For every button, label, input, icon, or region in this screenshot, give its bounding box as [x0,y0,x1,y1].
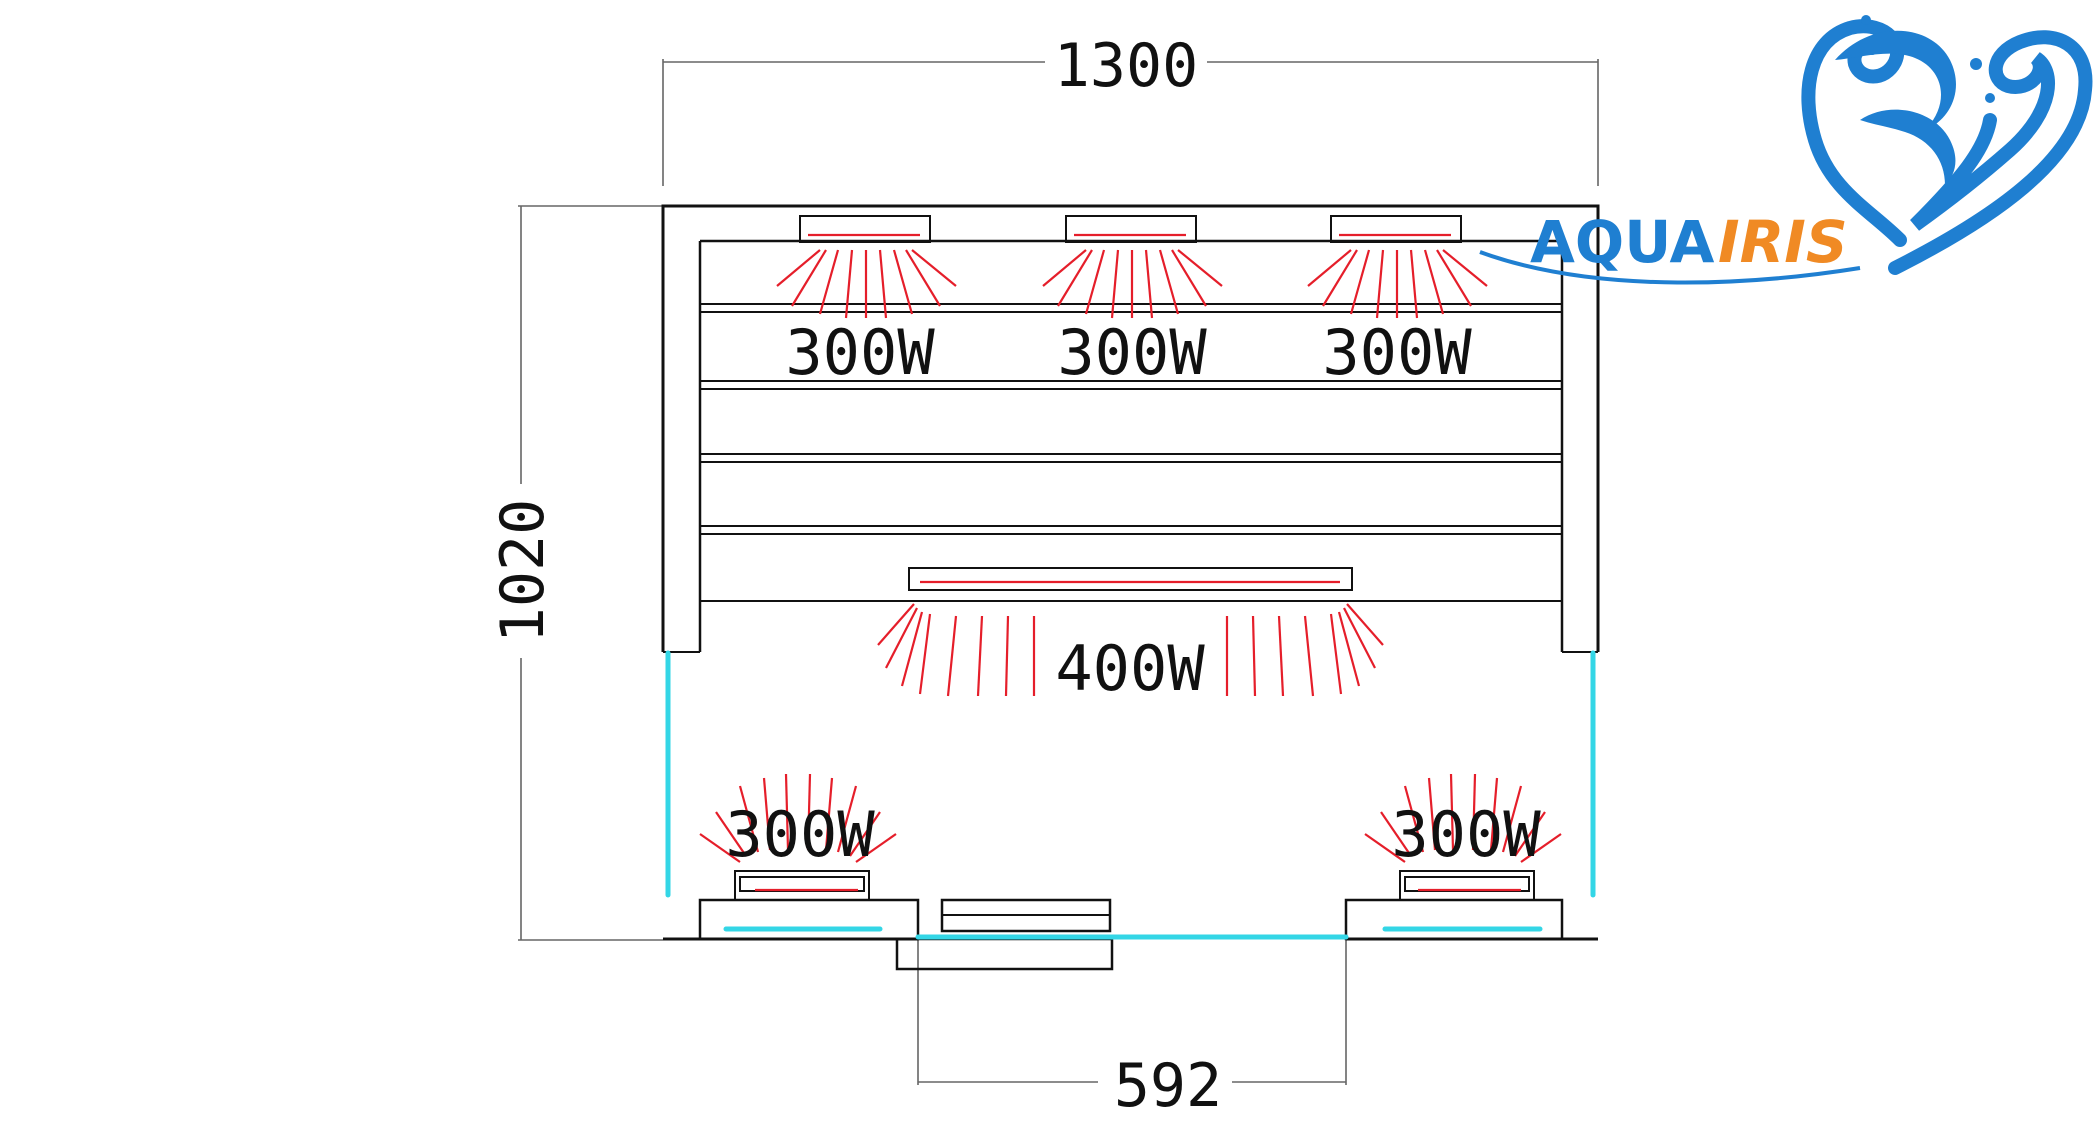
depth-dimension: 1020 [488,205,663,941]
width-label: 1300 [1054,31,1199,101]
aquairis-logo: AQUA IRIS [1479,15,2093,285]
heater-front-left-label: 300W [725,798,875,871]
heater-back-center: 300W [1042,215,1223,389]
logo-text-iris: IRIS [1718,208,1848,276]
heater-bench-label: 400W [1055,632,1205,705]
heater-front-right-label: 300W [1391,798,1541,871]
heater-front-right: 300W [1364,773,1562,901]
door-threshold [895,937,1114,971]
door-width-label: 592 [1114,1051,1222,1121]
heart-wave-icon [1888,30,2093,275]
heater-back-left-label: 300W [785,316,935,389]
heater-front-left: 300W [699,773,897,901]
heater-bench: 400W [877,567,1384,705]
heater-back-center-label: 300W [1057,316,1207,389]
glass-panels [665,650,1596,940]
heater-back-left: 300W [776,215,957,389]
heater-back-right-label: 300W [1322,316,1472,389]
door-dimension: 592 [917,940,1347,1121]
depth-label: 1020 [488,499,558,644]
heater-back-right: 300W [1307,215,1488,389]
logo-text-aqua: AQUA [1530,208,1715,276]
bench-structure [663,239,1598,653]
width-dimension: 1300 [662,31,1599,186]
